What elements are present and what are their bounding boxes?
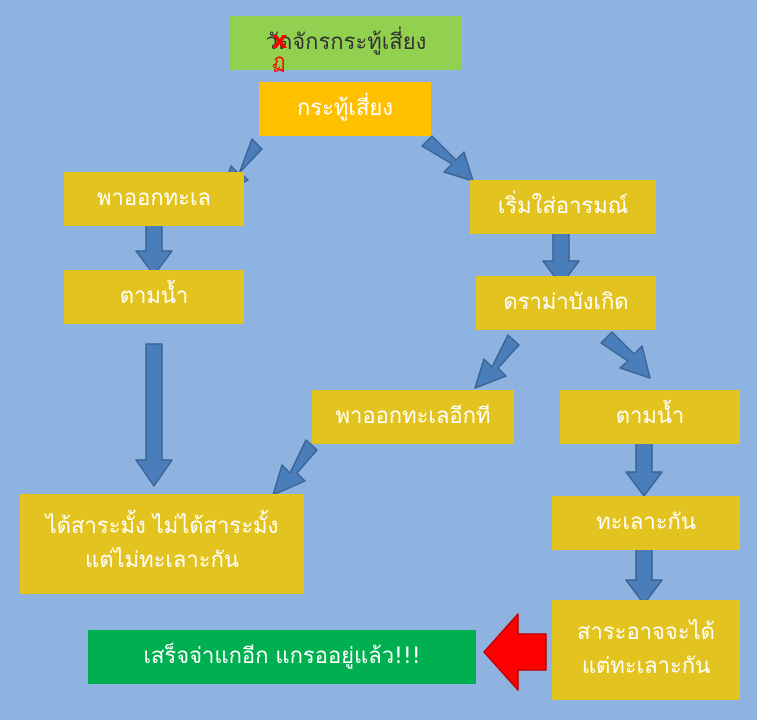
insert-mark: ฏ (272, 49, 286, 73)
node-left2-label: ตามน้ำ (119, 283, 189, 309)
node-result: เสร็จจ่าแกอีก แกรออยู่แล้ว!!! (88, 630, 476, 684)
node-bottom-left-line1: ได้สาระมั้ง ไม่ได้สาระมั้ง (45, 513, 279, 539)
node-right3-label: ตามน้ำ (615, 403, 685, 429)
node-right5: สาระอาจจะได้ แต่ทะเลาะกัน (552, 600, 740, 700)
strike-mark: x (272, 26, 288, 54)
node-right5-line2: แต่ทะเลาะกัน (581, 654, 711, 679)
node-mid-label: พาออกทะเลอีกที (335, 403, 491, 429)
node-right4: ทะเลาะกัน (552, 496, 740, 550)
arrow-start-to-right1 (421, 135, 474, 182)
arrow-mid-to-bottom-left (272, 439, 318, 496)
node-right4-label: ทะเลาะกัน (596, 509, 696, 535)
node-bottom-left: ได้สาระมั้ง ไม่ได้สาระมั้ง แต่ไม่ทะเลาะก… (20, 494, 304, 594)
title-text: วัดจักรกระทู้เสี่ยง (265, 29, 427, 55)
node-left1: พาออกทะเล (64, 172, 244, 226)
title-box: วัดจักรกระทู้เสี่ยง (230, 16, 462, 70)
node-start-label: กระทู้เสี่ยง (296, 95, 394, 121)
node-mid: พาออกทะเลอีกที (312, 390, 514, 444)
node-right2: ดราม่าบังเกิด (476, 276, 656, 330)
node-left2: ตามน้ำ (64, 270, 244, 324)
node-right1: เริ่มใส่อารมณ์ (470, 180, 656, 234)
node-left1-label: พาออกทะเล (97, 185, 211, 211)
node-right3: ตามน้ำ (560, 390, 740, 444)
node-right5-line1: สาระอาจจะได้ (577, 619, 715, 645)
node-bottom-left-line2: แต่ไม่ทะเลาะกัน (85, 548, 239, 573)
node-start: กระทู้เสี่ยง (259, 82, 431, 136)
arrow-left2-to-bottom-left (135, 343, 173, 487)
arrow-right2-to-right3 (600, 331, 651, 379)
node-right1-label: เริ่มใส่อารมณ์ (497, 193, 629, 219)
arrow-right2-to-mid (474, 334, 520, 389)
node-result-label: เสร็จจ่าแกอีก แกรออยู่แล้ว!!! (143, 643, 421, 669)
arrow-right5-to-result (483, 613, 547, 691)
arrow-right4-to-right5 (625, 544, 663, 605)
node-right2-label: ดราม่าบังเกิด (503, 289, 629, 315)
